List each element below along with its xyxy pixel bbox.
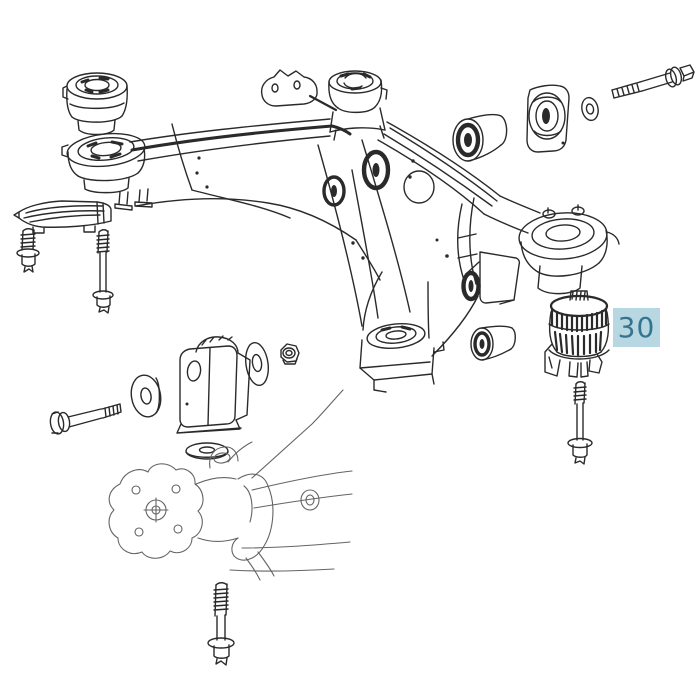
- long-flange-bolt-top-right: [611, 64, 695, 99]
- bushing-top-left: [62, 72, 128, 136]
- long-flange-bolt-left: [92, 229, 114, 314]
- subframe-left-mount-bushing: [61, 132, 146, 194]
- hydro-mount: [544, 290, 610, 378]
- hub-bolt-bottom: [207, 582, 235, 666]
- part-callout-30-text: 30: [617, 311, 656, 344]
- large-washer: [130, 374, 162, 418]
- subframe-crossmember-drawing: [61, 69, 620, 393]
- subframe-top-mount-bushing: [328, 70, 388, 114]
- small-washer: [581, 96, 599, 122]
- center-sleeve-bushing: [470, 325, 516, 361]
- hub-carrier-sketch: [108, 389, 353, 581]
- rear-bushing-seat: [518, 204, 620, 295]
- flat-washer: [185, 442, 229, 460]
- subframe-foot-mount: [359, 271, 445, 393]
- angled-flange-bolt-bottom-left: [49, 403, 122, 435]
- part-callout-30[interactable]: 30: [613, 308, 660, 347]
- hex-nut: [280, 343, 300, 365]
- medium-washer: [245, 341, 269, 387]
- differential-mount: [176, 335, 251, 434]
- short-flange-bolt-left: [16, 228, 40, 273]
- hydro-mount-bolt: [567, 381, 593, 465]
- stabilizer-bracket: [13, 200, 112, 234]
- sleeve-bushing-right: [452, 113, 508, 162]
- mount-bracket-plate: [526, 84, 570, 153]
